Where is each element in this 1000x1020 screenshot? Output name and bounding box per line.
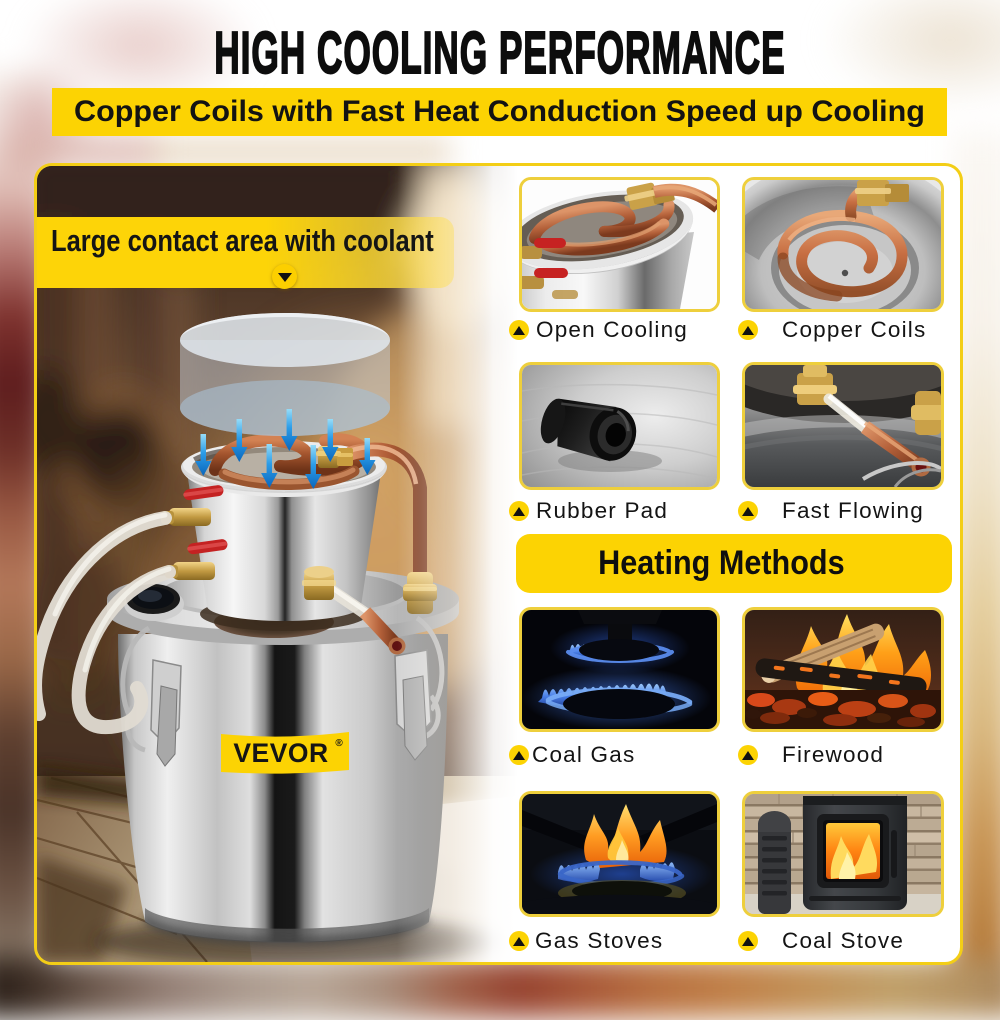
svg-text:VEVOR: VEVOR	[233, 738, 328, 768]
svg-text:®: ®	[335, 738, 343, 749]
